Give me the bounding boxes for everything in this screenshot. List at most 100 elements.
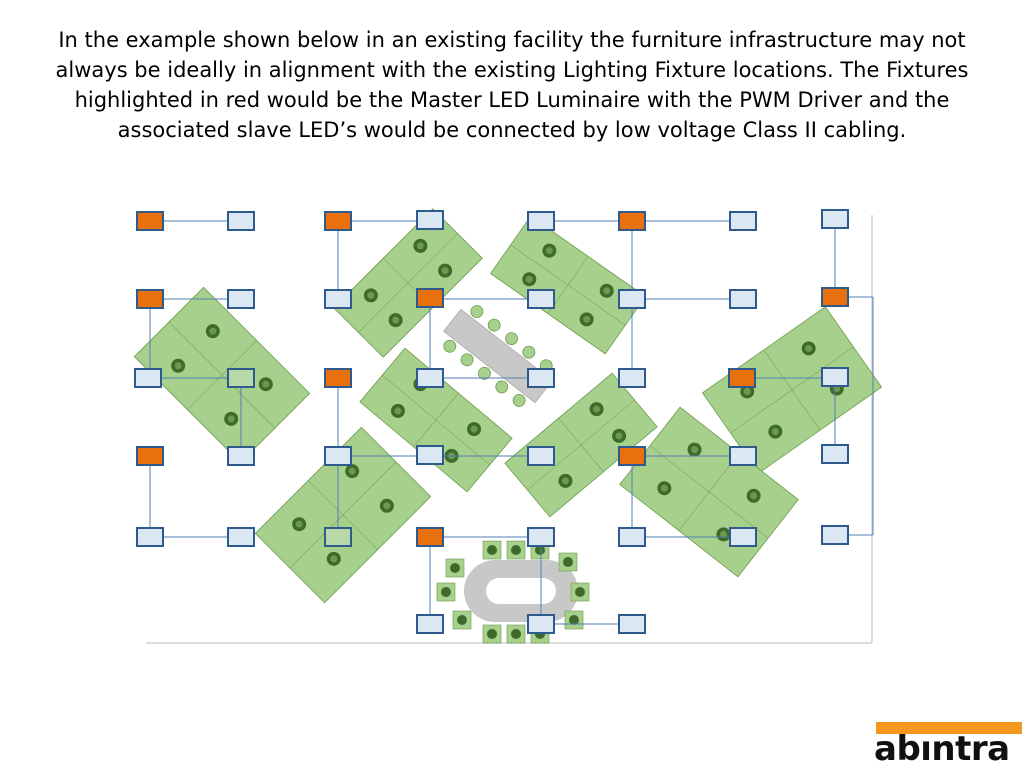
slave-led-fixture	[324, 289, 352, 309]
desk-divider	[413, 392, 459, 448]
workstation-cluster	[333, 208, 483, 358]
chair-seat	[330, 555, 338, 563]
workstation-cluster	[133, 286, 311, 464]
slave-led-fixture	[527, 614, 555, 634]
slave-led-fixture	[527, 527, 555, 547]
slave-led-fixture	[821, 444, 849, 464]
chair	[487, 318, 501, 332]
chair	[512, 394, 526, 407]
slave-led-fixture	[416, 614, 444, 634]
chair-seat	[209, 327, 217, 335]
slave-led-fixture	[527, 211, 555, 231]
master-led-luminaire	[416, 527, 444, 547]
master-led-luminaire	[618, 446, 646, 466]
chair-seat	[691, 446, 699, 454]
caption-text: In the example shown below in an existin…	[55, 28, 969, 142]
conference-chair-seat	[511, 545, 521, 555]
chair	[495, 380, 509, 394]
chair	[470, 305, 484, 318]
abintra-logo: abıntra	[866, 722, 1022, 768]
chair-seat	[383, 502, 391, 510]
furniture-layer	[133, 208, 883, 644]
chair-seat	[348, 467, 356, 475]
conference-chair-seat	[487, 545, 497, 555]
master-led-luminaire	[416, 288, 444, 308]
chair-seat	[583, 315, 591, 323]
slave-led-fixture	[821, 209, 849, 229]
chair-seat	[719, 530, 727, 538]
workstation-cluster	[254, 426, 432, 604]
slave-led-fixture	[527, 289, 555, 309]
small-table	[443, 305, 553, 407]
chair-seat	[743, 387, 751, 395]
chair-seat	[660, 484, 668, 492]
slave-led-fixture	[729, 211, 757, 231]
desk-divider	[308, 480, 378, 550]
logo-accent-bar	[876, 722, 1022, 734]
conference-chair-seat	[563, 557, 573, 567]
slave-led-fixture	[821, 367, 849, 387]
chair-seat	[416, 242, 424, 250]
desk-divider	[187, 340, 257, 410]
chair-seat	[441, 267, 449, 275]
conference-chair-seat	[535, 545, 545, 555]
chair	[460, 353, 474, 367]
master-led-luminaire	[821, 287, 849, 307]
chair	[443, 339, 457, 353]
conference-chair-seat	[511, 629, 521, 639]
slave-led-fixture	[618, 527, 646, 547]
slave-led-fixture	[416, 445, 444, 465]
conference-table-inner	[486, 578, 556, 604]
master-led-luminaire	[136, 446, 164, 466]
slave-led-fixture	[618, 368, 646, 388]
chair	[505, 332, 518, 346]
master-led-luminaire	[136, 211, 164, 231]
conference-chair-seat	[569, 615, 579, 625]
chair-seat	[367, 291, 375, 299]
workstation-cluster	[504, 372, 658, 518]
master-led-luminaire	[136, 289, 164, 309]
master-led-luminaire	[618, 211, 646, 231]
desk-divider	[678, 453, 740, 531]
chair-seat	[392, 316, 400, 324]
slave-led-fixture	[416, 210, 444, 230]
chair-seat	[470, 425, 478, 433]
slave-led-fixture	[527, 368, 555, 388]
slave-led-fixture	[416, 368, 444, 388]
chair-seat	[525, 275, 533, 283]
slave-led-fixture	[527, 446, 555, 466]
chair-seat	[603, 287, 611, 295]
chair-seat	[615, 432, 623, 440]
slave-led-fixture	[729, 289, 757, 309]
desk-divider	[763, 349, 821, 431]
table-top	[443, 308, 553, 404]
slave-led-fixture	[324, 446, 352, 466]
fixture-layer	[134, 209, 849, 634]
chair-seat	[262, 380, 270, 388]
slave-led-fixture	[729, 527, 757, 547]
chair-seat	[174, 362, 182, 370]
conference-chair-seat	[441, 587, 451, 597]
slave-led-fixture	[134, 368, 162, 388]
desk-divider	[558, 417, 604, 473]
slave-led-fixture	[618, 289, 646, 309]
chair-seat	[545, 247, 553, 255]
slave-led-fixture	[136, 527, 164, 547]
slave-led-fixture	[227, 527, 255, 547]
slave-led-fixture	[227, 446, 255, 466]
conference-chair-seat	[457, 615, 467, 625]
slave-led-fixture	[324, 527, 352, 547]
slave-led-fixture	[227, 211, 255, 231]
master-led-luminaire	[324, 211, 352, 231]
chair-seat	[771, 428, 779, 436]
logo-text: abıntra	[874, 729, 1010, 769]
slave-led-fixture	[227, 289, 255, 309]
conference-chair-seat	[575, 587, 585, 597]
chair-seat	[561, 477, 569, 485]
chair-seat	[750, 492, 758, 500]
conference-table	[436, 540, 590, 644]
chair-seat	[295, 520, 303, 528]
slave-led-fixture	[618, 614, 646, 634]
chair	[522, 345, 536, 359]
